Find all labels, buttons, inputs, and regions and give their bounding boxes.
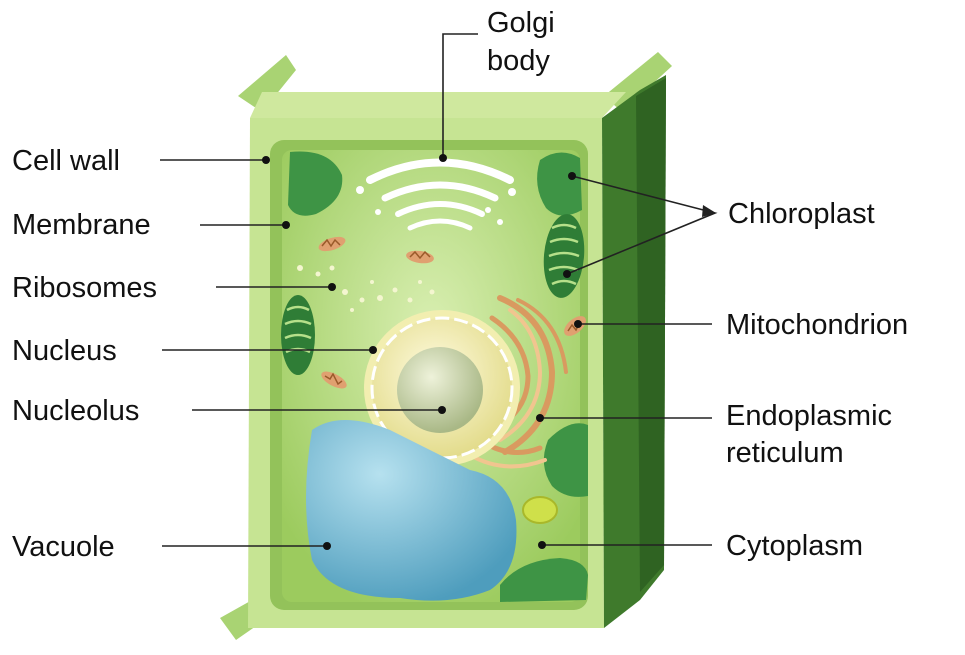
label-mitochondrion: Mitochondrion (726, 309, 908, 341)
label-cell-wall: Cell wall (12, 145, 120, 177)
label-golgi-line1: Golgi (487, 7, 555, 39)
label-er-line2: reticulum (726, 437, 844, 469)
nucleolus (397, 347, 483, 433)
vesicle (523, 497, 557, 523)
label-nucleolus: Nucleolus (12, 395, 139, 427)
label-membrane: Membrane (12, 209, 151, 241)
label-cytoplasm: Cytoplasm (726, 530, 863, 562)
label-vacuole: Vacuole (12, 531, 115, 563)
label-chloroplast: Chloroplast (728, 198, 875, 230)
label-golgi-line2: body (487, 45, 550, 77)
label-nucleus: Nucleus (12, 335, 117, 367)
chloroplast-left (281, 295, 315, 375)
label-er-line1: Endoplasmic (726, 400, 892, 432)
label-ribosomes: Ribosomes (12, 272, 157, 304)
